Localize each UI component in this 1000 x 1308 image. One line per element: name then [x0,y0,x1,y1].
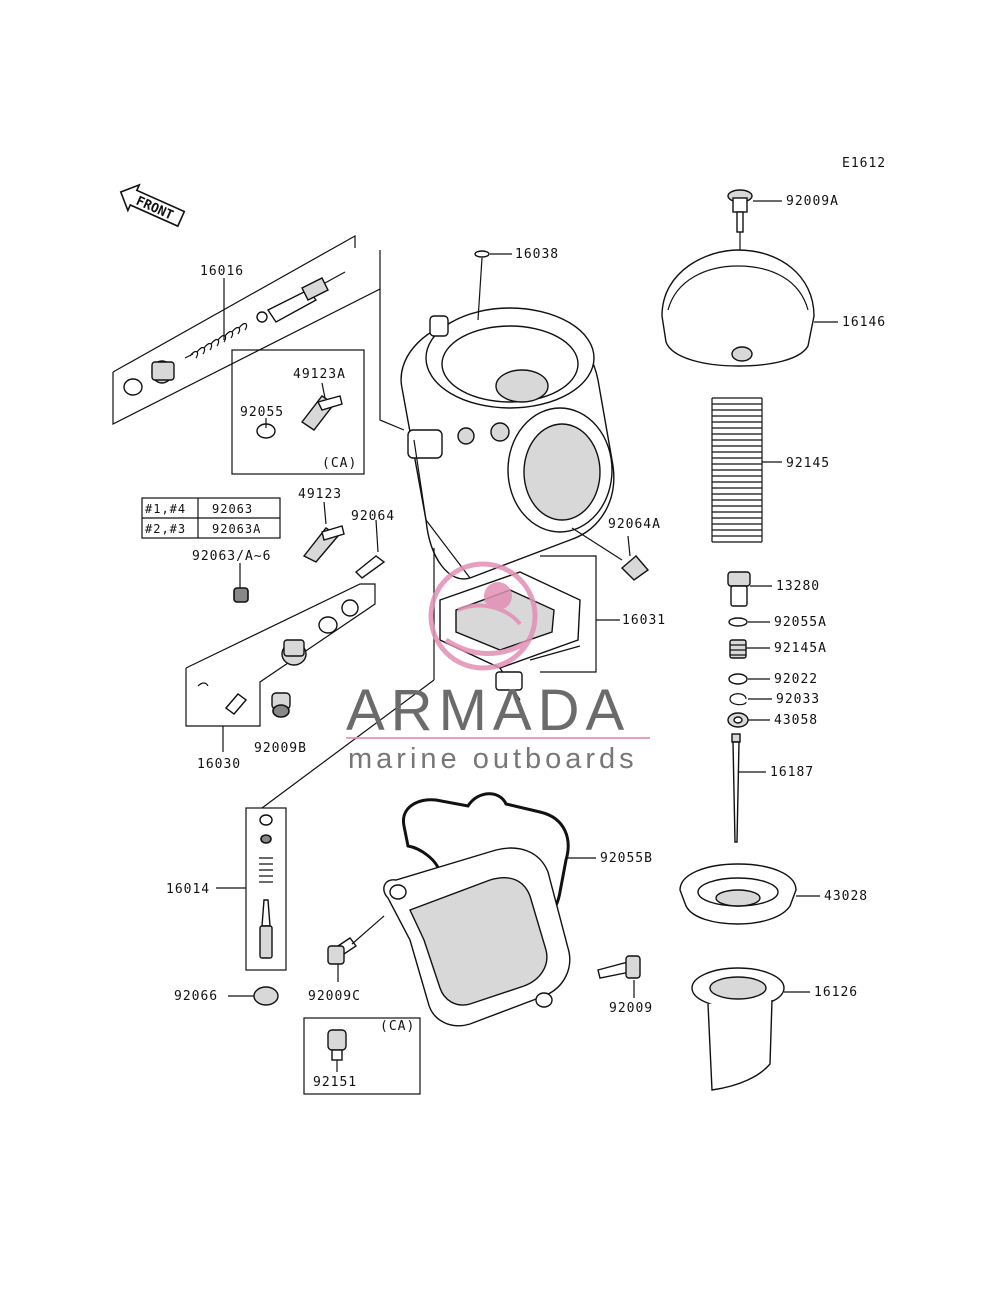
jet-needle-16187 [731,733,766,843]
screw-92064a [571,527,650,581]
part-label-92151: 92151 [313,1075,357,1090]
o-ring-92055a [728,617,770,627]
top-cover-16146 [661,249,838,367]
jet-table [141,497,281,539]
part-label-92063-a6: 92063/A~6 [192,549,271,564]
pilot-screw-assembly [112,234,381,425]
carburetor-body [400,307,615,580]
ca-drain-screw-box [303,1017,421,1095]
jet-table-cylinders-1: #1,#4 [145,502,186,516]
part-label-49123a: 49123A [293,367,346,382]
jet-table-part-2: 92063A [212,522,261,536]
ca-starter-box [231,349,365,475]
part-label-16146: 16146 [842,315,886,330]
needle-jet-assembly-16030 [185,583,376,752]
part-label-92055a: 92055A [774,615,827,630]
spring-92145 [711,397,782,543]
part-label-92064a: 92064A [608,517,661,532]
diagram-code: E1612 [842,156,886,171]
part-label-92022: 92022 [774,672,818,687]
float-bowl [261,679,596,1027]
front-arrow-icon: FRONT [119,183,186,228]
plug-92066 [228,986,279,1006]
part-label-92066: 92066 [174,989,218,1004]
armada-logo-icon [346,561,650,739]
part-label-16038: 16038 [515,247,559,262]
diaphragm-43028 [679,863,820,925]
ca-label-2: (CA) [380,1019,415,1034]
part-label-16031: 16031 [622,613,666,628]
screw-92009 [597,955,641,998]
watermark-title: ARMADA [346,678,630,743]
part-label-92009c: 92009C [308,989,361,1004]
part-label-92009a: 92009A [786,194,839,209]
part-label-16016: 16016 [200,264,244,279]
clip-92033 [729,693,772,706]
part-label-92145: 92145 [786,456,830,471]
screw-92064 [354,519,386,579]
watermark-subtitle: marine outboards [348,743,638,775]
part-label-92009: 92009 [609,1001,653,1016]
needle-holder-13280 [727,571,772,607]
part-label-92064: 92064 [351,509,395,524]
part-label-92009b: 92009B [254,741,307,756]
part-label-92145a: 92145A [774,641,827,656]
part-label-49123: 49123 [298,487,342,502]
part-label-92033: 92033 [776,692,820,707]
ca-label-1: (CA) [322,456,357,471]
main-jet-92063 [233,563,249,603]
part-label-16187: 16187 [770,765,814,780]
spring-92145a [729,639,770,659]
o-ring-16038 [474,250,512,321]
part-label-13280: 13280 [776,579,820,594]
part-label-43058: 43058 [774,713,818,728]
screw-92009a [727,189,782,352]
screw-92009c [327,915,385,982]
part-label-92055b: 92055B [600,851,653,866]
jet-table-part-1: 92063 [212,502,253,516]
float-valve-assembly-16014 [216,807,287,971]
part-label-43028: 43028 [824,889,868,904]
starter-plunger-49123 [302,501,345,563]
washer-43058 [727,712,770,728]
washer-92022 [728,673,770,685]
vacuum-piston-16126 [691,967,810,1091]
part-label-92055: 92055 [240,405,284,420]
jet-table-cylinders-2: #2,#3 [145,522,186,536]
part-label-16126: 16126 [814,985,858,1000]
part-label-16030: 16030 [197,757,241,772]
part-label-16014: 16014 [166,882,210,897]
